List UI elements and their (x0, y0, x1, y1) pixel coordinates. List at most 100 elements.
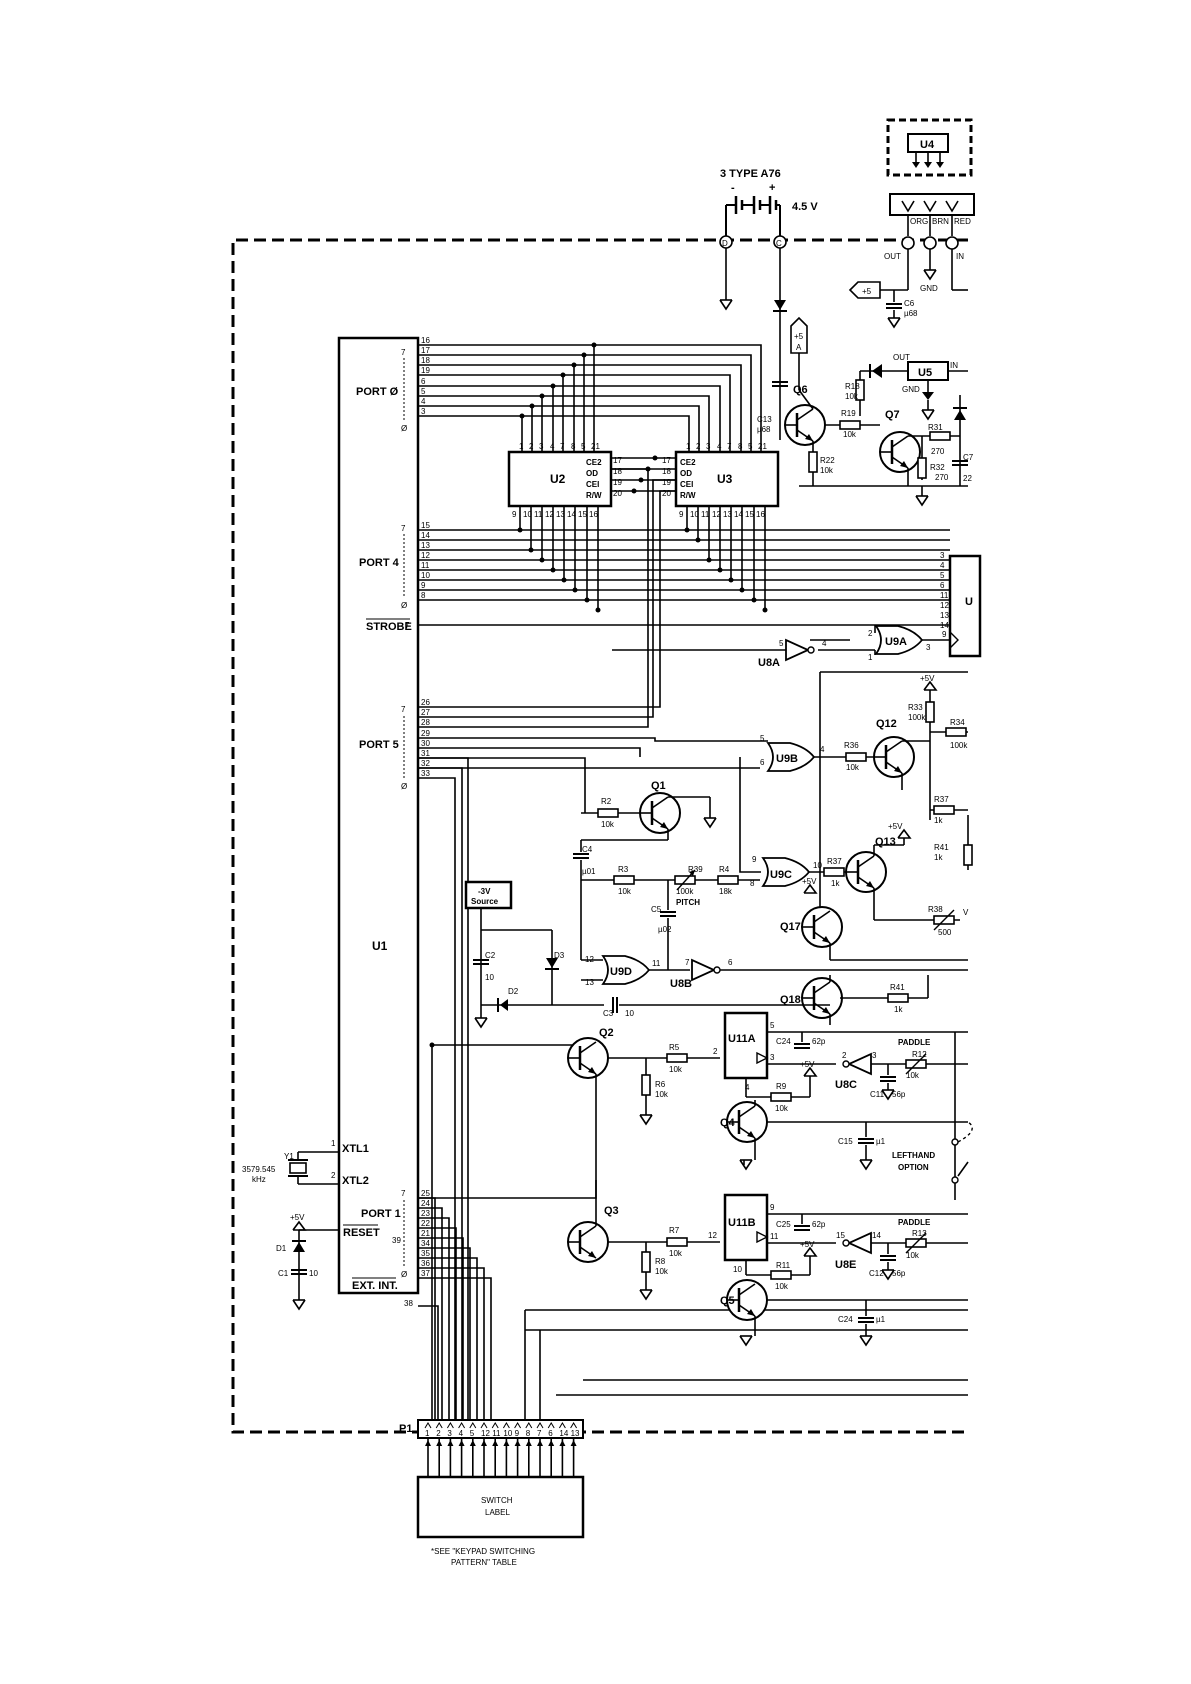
u1-label: U1 (372, 939, 388, 953)
board-outline (231, 238, 968, 1434)
svg-text:R38: R38 (928, 905, 943, 914)
svg-text:3: 3 (940, 551, 945, 560)
svg-text:U9D: U9D (610, 966, 632, 978)
svg-text:28: 28 (421, 718, 430, 727)
svg-text:1k: 1k (934, 816, 943, 825)
svg-text:19: 19 (421, 366, 430, 375)
svg-text:-: - (731, 182, 735, 194)
q12-transistor (872, 735, 916, 779)
svg-text:7: 7 (401, 1189, 406, 1198)
svg-text:7: 7 (401, 705, 406, 714)
svg-text:13: 13 (556, 510, 565, 519)
q6-transistor (783, 403, 827, 447)
svg-text:+5V: +5V (800, 1060, 815, 1069)
svg-text:D1: D1 (276, 1244, 287, 1253)
oscillator-stage: R3 10k R39 100k PITCH R4 18k C5 µ02 U9C … (581, 822, 969, 970)
svg-text:2: 2 (436, 1429, 441, 1438)
svg-text:Ø: Ø (401, 782, 407, 791)
svg-text:2: 2 (713, 1047, 718, 1056)
svg-text:Ø: Ø (401, 424, 407, 433)
svg-text:6: 6 (548, 1429, 553, 1438)
svg-text:µ01: µ01 (582, 867, 596, 876)
svg-text:C13: C13 (757, 415, 772, 424)
svg-text:1: 1 (868, 653, 873, 662)
svg-text:BRN: BRN (932, 217, 949, 226)
svg-text:+5: +5 (862, 287, 872, 296)
svg-text:14: 14 (567, 510, 576, 519)
battery: 3 TYPE A76 - + 4.5 V D C (719, 168, 818, 372)
svg-text:9: 9 (942, 630, 947, 639)
svg-text:4: 4 (820, 745, 825, 754)
svg-text:R41: R41 (890, 983, 905, 992)
svg-text:13: 13 (585, 978, 594, 987)
extint-label: EXT. INT. (352, 1280, 398, 1292)
svg-text:R12: R12 (912, 1050, 927, 1059)
svg-text:11: 11 (534, 510, 543, 519)
svg-text:3: 3 (539, 442, 544, 451)
svg-text:IN: IN (950, 361, 958, 370)
svg-text:7: 7 (401, 348, 406, 357)
reset-circuit: +5V D1 C1 10 (276, 1213, 339, 1310)
svg-text:24: 24 (421, 1199, 430, 1208)
q7-transistor (878, 430, 922, 474)
svg-text:56p: 56p (892, 1090, 906, 1099)
svg-text:R2: R2 (601, 797, 612, 806)
svg-text:2: 2 (696, 442, 701, 451)
svg-text:OPTION: OPTION (898, 1163, 929, 1172)
u9a-or-gate: U9A 2 1 3 9 (868, 625, 947, 662)
svg-text:6: 6 (728, 958, 733, 967)
svg-text:5: 5 (421, 387, 426, 396)
svg-text:36: 36 (421, 1259, 430, 1268)
svg-text:D3: D3 (554, 951, 565, 960)
svg-text:13: 13 (723, 510, 732, 519)
svg-text:9: 9 (421, 581, 426, 590)
svg-text:C24: C24 (776, 1037, 791, 1046)
crystal-y1: Y1 3579.545 kHz (242, 1151, 339, 1185)
svg-text:R41: R41 (934, 843, 949, 852)
svg-text:IN: IN (956, 252, 964, 261)
svg-text:4: 4 (459, 1429, 464, 1438)
svg-text:2: 2 (529, 442, 534, 451)
svg-text:10k: 10k (655, 1267, 669, 1276)
svg-text:2: 2 (331, 1171, 336, 1180)
svg-text:29: 29 (421, 729, 430, 738)
svg-text:U4: U4 (920, 139, 935, 151)
svg-text:12: 12 (940, 601, 949, 610)
svg-text:8: 8 (750, 879, 755, 888)
svg-text:Ø: Ø (401, 601, 407, 610)
svg-text:4: 4 (745, 1083, 750, 1092)
svg-text:15: 15 (745, 510, 754, 519)
svg-text:kHz: kHz (252, 1175, 266, 1184)
svg-text:+5V: +5V (800, 1240, 815, 1249)
svg-text:18: 18 (662, 467, 671, 476)
svg-text:P1: P1 (399, 1423, 412, 1435)
svg-text:18k: 18k (719, 887, 733, 896)
svg-text:R34: R34 (950, 718, 965, 727)
svg-text:µ68: µ68 (757, 425, 771, 434)
svg-text:3: 3 (770, 1053, 775, 1062)
svg-text:Q7: Q7 (885, 409, 900, 421)
svg-text:12: 12 (708, 1231, 717, 1240)
svg-text:PADDLE: PADDLE (898, 1218, 931, 1227)
svg-text:3: 3 (706, 442, 711, 451)
svg-text:14: 14 (734, 510, 743, 519)
q13-transistor (844, 850, 888, 894)
u1-chip: U1 PORT Ø PORT 4 STROBE PORT 5 PORT 1 XT… (331, 336, 420, 1308)
svg-text:10: 10 (523, 510, 532, 519)
port1-label: PORT 1 (361, 1208, 401, 1220)
port4-label: PORT 4 (359, 557, 400, 569)
svg-text:22: 22 (421, 1219, 430, 1228)
svg-text:7: 7 (560, 442, 565, 451)
svg-text:10: 10 (421, 571, 430, 580)
svg-text:µ68: µ68 (904, 309, 918, 318)
svg-text:µ1: µ1 (876, 1137, 886, 1146)
svg-text:34: 34 (421, 1239, 430, 1248)
svg-text:11: 11 (770, 1232, 779, 1241)
q1-transistor (638, 791, 682, 835)
svg-text:10k: 10k (906, 1251, 920, 1260)
svg-text:14: 14 (559, 1429, 568, 1438)
svg-text:12: 12 (712, 510, 721, 519)
svg-text:6: 6 (421, 377, 426, 386)
svg-text:GND: GND (920, 284, 938, 293)
